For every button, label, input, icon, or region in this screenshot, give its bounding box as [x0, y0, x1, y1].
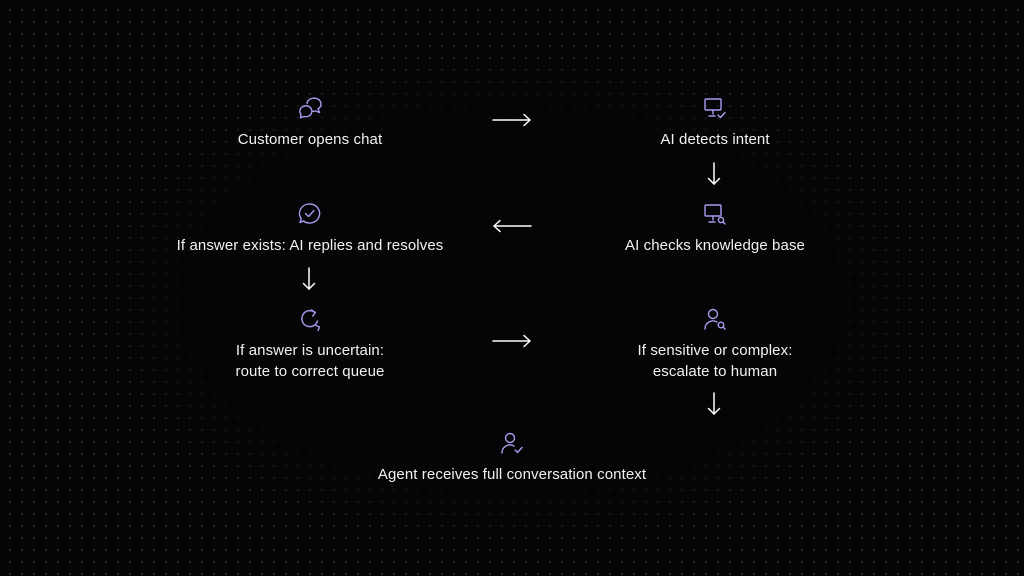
- arrow-step2-to-step3: [707, 162, 721, 185]
- monitor-check-icon: [704, 98, 726, 119]
- step-ai-detects-intent: AI detects intent: [555, 95, 875, 150]
- step-label: Customer opens chat: [237, 131, 383, 148]
- chat-bubbles-icon: [299, 97, 322, 119]
- user-check-icon: [501, 432, 523, 454]
- step-label: If answer exists: AI replies and resolve…: [176, 237, 444, 254]
- user-search-icon: [704, 308, 726, 330]
- step-label: If sensitive or complex: escalate to hum…: [637, 342, 793, 380]
- step-label: AI checks knowledge base: [624, 237, 805, 254]
- step-customer-opens-chat: Customer opens chat: [150, 95, 470, 150]
- arrow-step4-to-step5: [302, 267, 316, 290]
- step-answer-uncertain: If answer is uncertain: route to correct…: [150, 306, 470, 382]
- refresh-arrow-icon: [301, 309, 321, 332]
- arrow-step1-to-step2: [492, 113, 531, 127]
- step-label: If answer is uncertain: route to correct…: [235, 342, 385, 380]
- monitor-search-icon: [704, 204, 726, 225]
- step-label: AI detects intent: [660, 131, 770, 148]
- step-ai-checks-knowledge-base: AI checks knowledge base: [555, 201, 875, 256]
- chat-check-icon: [298, 203, 321, 224]
- step-sensitive-or-complex: If sensitive or complex: escalate to hum…: [555, 306, 875, 382]
- arrow-step3-to-step4: [493, 219, 532, 233]
- arrow-step5-to-step6: [492, 334, 531, 348]
- step-label: Agent receives full conversation context: [377, 466, 647, 483]
- step-answer-exists: If answer exists: AI replies and resolve…: [150, 201, 470, 256]
- arrow-step6-to-step7: [707, 392, 721, 415]
- step-agent-receives-context: Agent receives full conversation context: [352, 430, 672, 485]
